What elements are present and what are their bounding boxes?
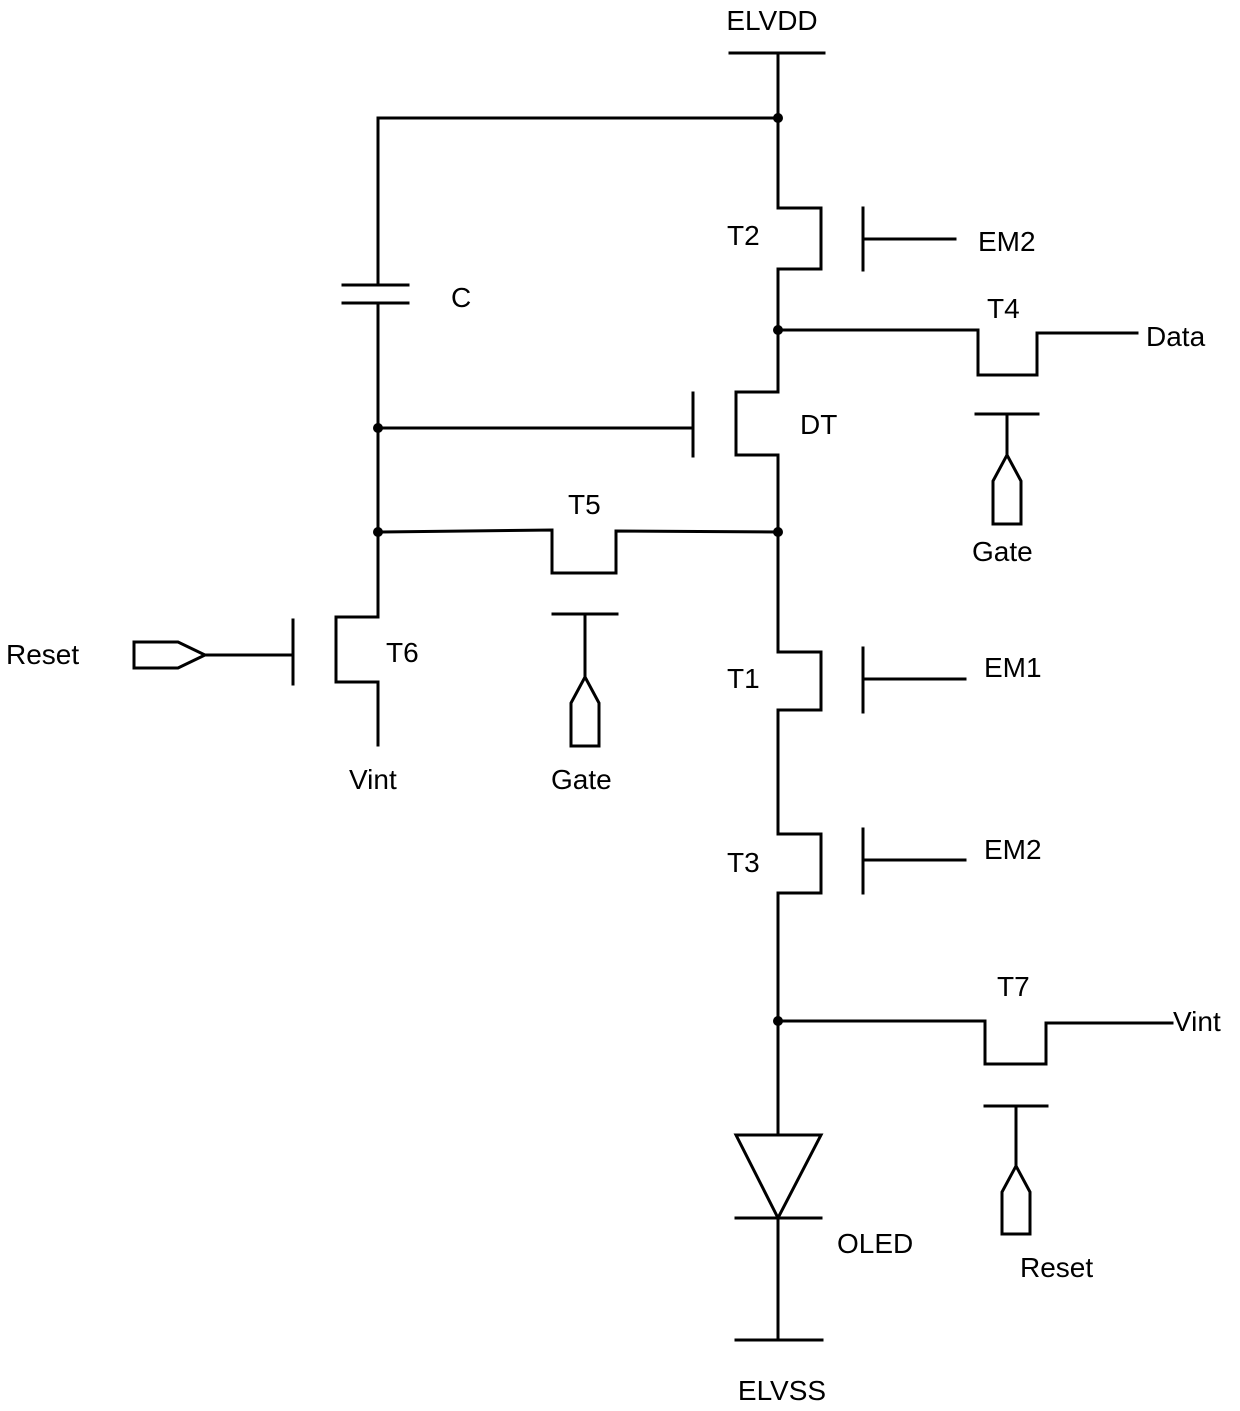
oled-diode	[736, 1021, 821, 1340]
transistor-t6	[134, 532, 378, 745]
t1-label: T1	[727, 663, 760, 694]
transistor-t1	[778, 532, 965, 832]
em2-top-label: EM2	[978, 226, 1036, 257]
t7-label: T7	[997, 971, 1030, 1002]
reset-t7-label: Reset	[1020, 1252, 1093, 1283]
gate-t4-label: Gate	[972, 536, 1033, 567]
elvdd-label: ELVDD	[726, 5, 817, 36]
em1-label: EM1	[984, 652, 1042, 683]
gate-t5-label: Gate	[551, 764, 612, 795]
transistor-t3	[778, 710, 965, 1021]
data-label: Data	[1146, 321, 1206, 352]
t4-label: T4	[987, 293, 1020, 324]
t6-label: T6	[386, 637, 419, 668]
elvdd-terminal	[730, 53, 824, 118]
vint-t6-label: Vint	[349, 764, 397, 795]
oled-label: OLED	[837, 1228, 913, 1259]
reset-t6-label: Reset	[6, 639, 79, 670]
vint-t7-label: Vint	[1173, 1006, 1221, 1037]
top-rail-wire	[378, 118, 778, 283]
em2-bottom-label: EM2	[984, 834, 1042, 865]
transistor-t7	[778, 1021, 1172, 1234]
transistor-t2	[778, 118, 955, 330]
node-dt-gate	[373, 423, 383, 433]
t5-label: T5	[568, 489, 601, 520]
t3-label: T3	[727, 847, 760, 878]
dt-label: DT	[800, 409, 837, 440]
capacitor-c-label: C	[451, 282, 471, 313]
capacitor-c	[343, 285, 408, 617]
t2-label: T2	[727, 220, 760, 251]
elvss-label: ELVSS	[738, 1375, 826, 1406]
transistor-t5	[378, 530, 778, 746]
